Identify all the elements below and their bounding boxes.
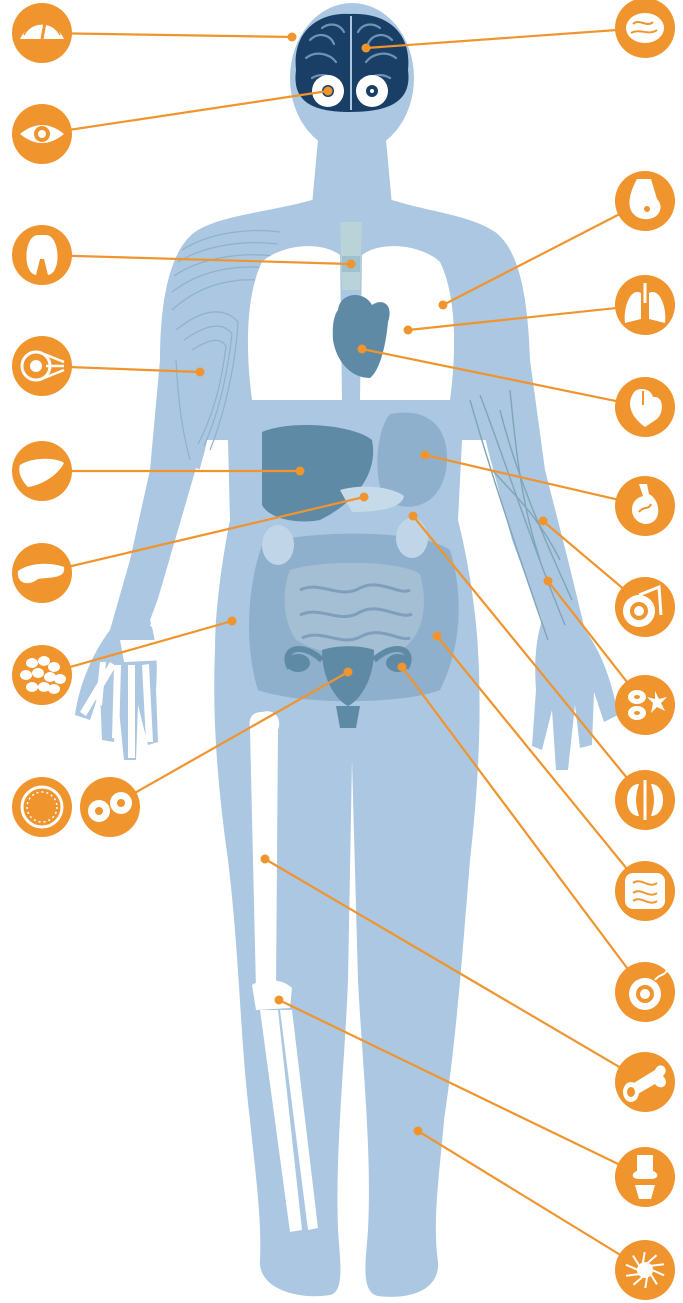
muscle-target-dot (196, 368, 205, 377)
lungs-target-dot (404, 326, 413, 335)
ovaries-target-dot (344, 668, 353, 677)
thyroid-target-dot (347, 260, 356, 269)
stomach-icon[interactable] (615, 476, 675, 536)
blood-vessel-icon[interactable] (615, 577, 675, 637)
kidney-right (262, 525, 294, 565)
kidneys-icon[interactable] (615, 770, 675, 830)
liver-target-dot (296, 467, 305, 476)
pancreas-icon[interactable] (12, 543, 72, 603)
ovary-left (386, 654, 410, 672)
small-intestine (285, 563, 424, 655)
intestines-icon[interactable] (615, 861, 675, 921)
eye-icon[interactable] (12, 104, 72, 164)
blood-cells-target-dot (544, 577, 553, 586)
kidneys-target-dot (409, 512, 418, 521)
bone-target-dot (261, 855, 270, 864)
breast-icon[interactable] (615, 171, 675, 231)
eye-connector (42, 91, 328, 134)
skin-connector (418, 1131, 645, 1270)
knee-cartilage-target-dot (275, 996, 284, 1005)
stomach-target-dot (421, 451, 430, 460)
brain-target-dot (362, 44, 371, 53)
muscle-fiber-icon[interactable] (12, 336, 72, 396)
brain-connector (366, 28, 645, 48)
heart-icon[interactable] (615, 377, 675, 437)
knee-joint-icon[interactable] (615, 1147, 675, 1207)
arm-left (462, 232, 618, 770)
neck (312, 140, 392, 205)
knee (252, 980, 292, 1010)
pancreas-target-dot (360, 493, 369, 502)
kidney-left (396, 518, 428, 558)
eye-target-dot (324, 87, 333, 96)
ovary-right (286, 654, 310, 672)
brain-icon[interactable] (615, 0, 675, 58)
liver-icon[interactable] (12, 441, 72, 501)
skin-target-dot (414, 1127, 423, 1136)
embryo-icon[interactable] (12, 777, 72, 837)
hair-follicle-target-dot (288, 33, 297, 42)
finger-bone (128, 665, 135, 758)
fat-tissue-icon[interactable] (12, 645, 72, 705)
blood-vessel-target-dot (539, 517, 548, 526)
intestines-target-dot (433, 632, 442, 641)
egg-cell-icon[interactable] (615, 962, 675, 1022)
thyroid-icon[interactable] (12, 225, 72, 285)
hair-follicle-icon[interactable] (12, 3, 72, 63)
fat-tissue-target-dot (228, 617, 237, 626)
brain (295, 14, 408, 112)
blood-cells-icon[interactable] (615, 675, 675, 735)
lungs-icon[interactable] (615, 275, 675, 335)
egg-cell-target-dot (398, 663, 407, 672)
bone-icon[interactable] (615, 1052, 675, 1112)
skin-cell-icon[interactable] (615, 1240, 675, 1300)
breast-target-dot (439, 301, 448, 310)
hair-follicle-connector (42, 33, 292, 37)
heart-target-dot (358, 345, 367, 354)
cervix (336, 706, 360, 728)
ovaries-icon[interactable] (80, 777, 140, 837)
lung-right (248, 246, 342, 400)
